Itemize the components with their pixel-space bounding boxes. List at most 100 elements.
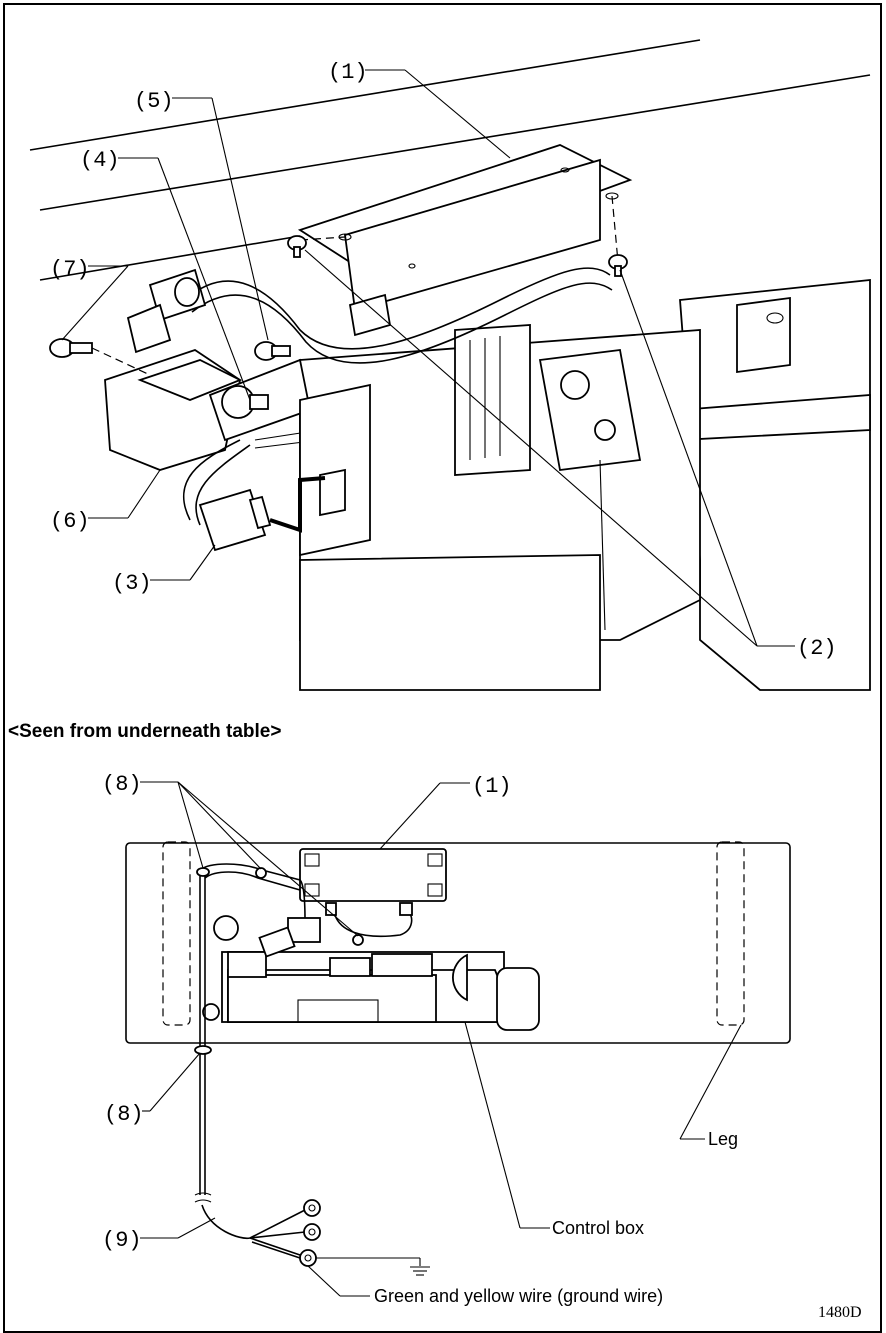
plug-routing-arrow bbox=[269, 476, 326, 533]
leg-left bbox=[162, 841, 191, 1026]
leader-line bbox=[619, 269, 758, 647]
callout-8-top: (8) bbox=[102, 772, 142, 797]
leader-line bbox=[189, 544, 216, 581]
callout-6: (6) bbox=[50, 509, 90, 534]
mount-plate bbox=[299, 383, 371, 557]
screw-icon bbox=[608, 254, 628, 277]
control-box-label-area bbox=[297, 999, 379, 1023]
leader-line bbox=[404, 69, 511, 159]
cover-ear bbox=[427, 883, 443, 897]
wire-bundle bbox=[199, 863, 306, 921]
leader-line bbox=[177, 1217, 216, 1239]
wire-lead bbox=[251, 1241, 301, 1259]
cover-box bbox=[344, 158, 601, 312]
leader-line bbox=[157, 157, 251, 401]
leader-line bbox=[177, 781, 204, 869]
sensor-nut bbox=[249, 394, 269, 410]
harness-connector bbox=[258, 926, 296, 958]
top-view: (1) (5) (4) (7) (6) (3) (2) bbox=[29, 39, 871, 691]
control-box-connector bbox=[371, 953, 433, 977]
leg-label: Leg bbox=[708, 1129, 738, 1149]
bed-post-screw bbox=[766, 312, 784, 324]
tension-knob bbox=[560, 370, 590, 400]
callout-3: (3) bbox=[112, 571, 152, 596]
ground-screw bbox=[202, 1003, 220, 1021]
cable-hose bbox=[191, 282, 613, 364]
callout-8-bottom: (8) bbox=[104, 1102, 144, 1127]
screw-icon bbox=[287, 235, 307, 258]
leader-line bbox=[307, 1265, 341, 1297]
underbed-box bbox=[299, 554, 601, 691]
bed-post bbox=[736, 296, 791, 374]
leader-line bbox=[149, 1052, 201, 1112]
wire-lead bbox=[249, 1209, 306, 1239]
cable-hose bbox=[184, 267, 611, 350]
figure-id: 1480D bbox=[818, 1304, 862, 1321]
control-box-connector bbox=[227, 951, 267, 978]
cable-tie bbox=[352, 934, 364, 946]
table-edge-line bbox=[39, 235, 301, 281]
control-box-label: Control box bbox=[552, 1218, 644, 1238]
leader-line bbox=[379, 782, 441, 850]
leader-line bbox=[177, 781, 262, 870]
ring-terminal-icon bbox=[299, 1249, 317, 1267]
thread-rod bbox=[599, 459, 606, 631]
callout-2: (2) bbox=[797, 636, 837, 661]
control-box-fan bbox=[452, 953, 468, 1002]
screw-guide bbox=[299, 236, 346, 241]
ring-terminal-icon bbox=[303, 1223, 321, 1241]
presser-unit bbox=[454, 324, 531, 476]
screw-guide bbox=[611, 195, 619, 263]
control-box-handle bbox=[496, 967, 540, 1031]
control-box-connector bbox=[329, 957, 371, 977]
cover-ear bbox=[427, 853, 443, 867]
cord-end bbox=[201, 1204, 251, 1240]
cable-gland bbox=[399, 902, 413, 916]
leader-line bbox=[61, 265, 129, 341]
leader-line bbox=[304, 249, 758, 647]
cover-ear bbox=[304, 853, 320, 867]
cable-tie bbox=[255, 867, 267, 879]
screw-icon bbox=[49, 338, 93, 358]
wire-harness bbox=[182, 439, 241, 521]
harness-connector bbox=[287, 917, 321, 943]
screw-icon bbox=[254, 341, 291, 361]
wire-lead bbox=[249, 1231, 306, 1239]
table-edge-line bbox=[29, 39, 701, 151]
wire-bundle bbox=[334, 914, 413, 938]
callout-9: (9) bbox=[102, 1228, 142, 1253]
wire-lead bbox=[249, 1237, 301, 1256]
leader-line bbox=[127, 469, 161, 519]
cable-tie bbox=[194, 1045, 212, 1055]
wire-harness bbox=[195, 444, 251, 526]
ground-icon bbox=[316, 1257, 430, 1276]
callout-7: (7) bbox=[50, 257, 90, 282]
ground-wire-label: Green and yellow wire (ground wire) bbox=[374, 1286, 663, 1306]
cover-box bbox=[299, 848, 447, 902]
cover-hole bbox=[408, 263, 416, 269]
cover-hole bbox=[560, 167, 570, 173]
leader-line bbox=[464, 1021, 521, 1229]
socket bbox=[319, 468, 346, 517]
leader-line bbox=[679, 1024, 742, 1140]
cable-tie bbox=[196, 867, 210, 877]
bottom-view: (1) (8) (8) (9) Leg Control box Green an… bbox=[102, 772, 791, 1306]
sensor-connector-icon bbox=[126, 268, 207, 354]
table-outline bbox=[125, 842, 791, 1044]
screw-guide bbox=[91, 347, 151, 376]
cord-break bbox=[194, 1199, 212, 1203]
leader-line bbox=[211, 97, 269, 341]
cord-grommet bbox=[213, 915, 239, 941]
callout-4: (4) bbox=[80, 148, 120, 173]
callout-1: (1) bbox=[328, 60, 368, 85]
section-heading: <Seen from underneath table> bbox=[8, 721, 281, 742]
control-box-panel bbox=[227, 974, 437, 1023]
connector-cover-top bbox=[137, 359, 243, 401]
callout-5: (5) bbox=[134, 89, 174, 114]
ring-terminal-icon bbox=[303, 1199, 321, 1217]
leg-right bbox=[716, 841, 745, 1026]
table-edge-line bbox=[39, 74, 871, 211]
callout-1-bottom: (1) bbox=[472, 774, 512, 799]
tension-knob bbox=[594, 419, 616, 441]
